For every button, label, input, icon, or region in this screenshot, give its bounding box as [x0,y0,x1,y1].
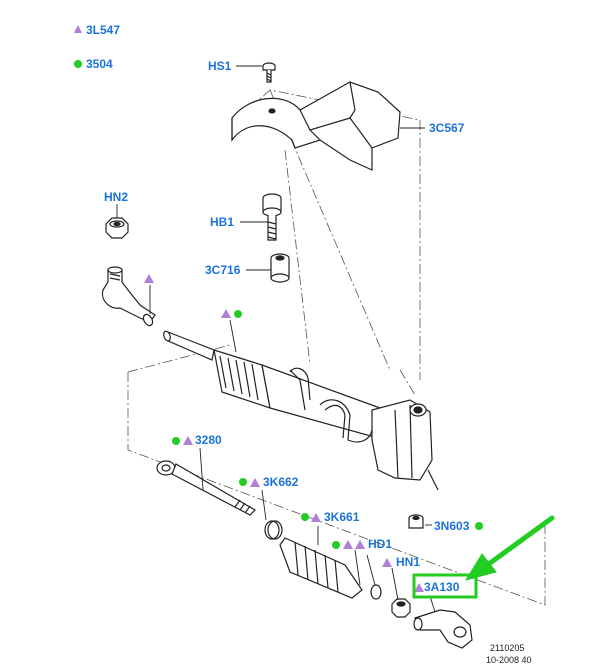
steering-gear-housing [163,330,439,491]
callout-3n603: 3N603 [434,519,470,533]
circle-markers [172,310,483,549]
bushing-3c716 [270,253,290,283]
callout-hn1: HN1 [396,555,420,569]
callout-hs1: HS1 [208,59,232,73]
callout-3c716: 3C716 [205,263,241,277]
triangle-marker [221,309,231,318]
outer-tie-rod-end-upper [101,266,156,327]
circle-marker [301,513,309,521]
triangle-marker [311,513,321,522]
screw-hs1 [262,62,276,83]
circle-marker [239,478,247,486]
callout-3280: 3280 [195,433,222,447]
callout-hn2: HN2 [104,190,128,204]
legend-label-3504: 3504 [86,57,113,71]
callout-3c567: 3C567 [429,121,465,135]
boot-3k661 [279,537,363,599]
triangle-marker [183,436,193,445]
highlight-box-3a130 [412,573,478,599]
clamp-3k662 [264,520,283,540]
bolt-hb1 [262,193,282,241]
triangle-markers [144,274,424,592]
callout-3k662: 3K662 [263,475,299,489]
nut-hn1 [391,598,411,618]
legend: 3L547 3504 [74,23,120,71]
legend-circle-marker [74,60,82,68]
nut-3n603 [408,514,424,529]
heat-shield-3c567 [231,81,401,171]
triangle-marker [250,478,260,487]
nut-hn2 [105,217,129,239]
inner-tie-rod-3280 [156,460,256,516]
triangle-marker [414,583,424,592]
legend-label-3l547: 3L547 [86,23,120,37]
leader-lines [116,65,436,613]
outer-tie-rod-end-3a130 [413,609,473,649]
triangle-marker [343,540,353,549]
callout-3k661: 3K661 [324,510,360,524]
triangle-marker [144,274,154,283]
legend-triangle-marker [74,25,82,33]
highlight-arrow [464,515,555,581]
clip-hd1 [370,584,382,600]
circle-marker [332,541,340,549]
callout-3a130: 3A130 [424,580,460,594]
triangle-marker [382,558,392,567]
callout-labels: HS1 3C567 HN2 HB1 3C716 3280 3K662 3K661… [104,59,470,594]
callout-hb1: HB1 [210,215,234,229]
callout-hd1: HD1 [368,537,392,551]
triangle-marker [355,540,365,549]
circle-marker [475,522,483,530]
circle-marker [234,310,242,318]
footer-date: 10-2008 40 [486,655,532,665]
circle-marker [172,437,180,445]
footer-code: 2110205 [490,643,524,653]
